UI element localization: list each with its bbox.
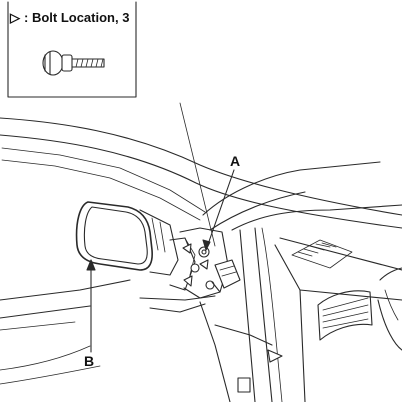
- legend-text: : Bolt Location, 3: [24, 10, 129, 25]
- dashboard: [274, 237, 402, 402]
- triangle-marker-icon: [199, 259, 209, 270]
- door-frame: [0, 117, 402, 402]
- legend-box: ▷ : Bolt Location, 3: [7, 1, 137, 98]
- callout-label-a: A: [230, 153, 240, 169]
- mirror-mount: [179, 227, 241, 299]
- bolt-icon: [42, 50, 105, 76]
- triangle-marker-icon: [182, 243, 192, 254]
- side-mirror: [75, 201, 196, 291]
- callout-a: A: [202, 153, 240, 251]
- door-body: [0, 279, 273, 402]
- triangle-marker-icon: [183, 275, 193, 287]
- callout-label-b: B: [84, 353, 94, 369]
- triangle-marker-icon: [267, 349, 283, 363]
- callout-b: B: [84, 259, 96, 369]
- leader-line-top: [179, 102, 216, 247]
- legend-symbol: ▷: [9, 10, 21, 25]
